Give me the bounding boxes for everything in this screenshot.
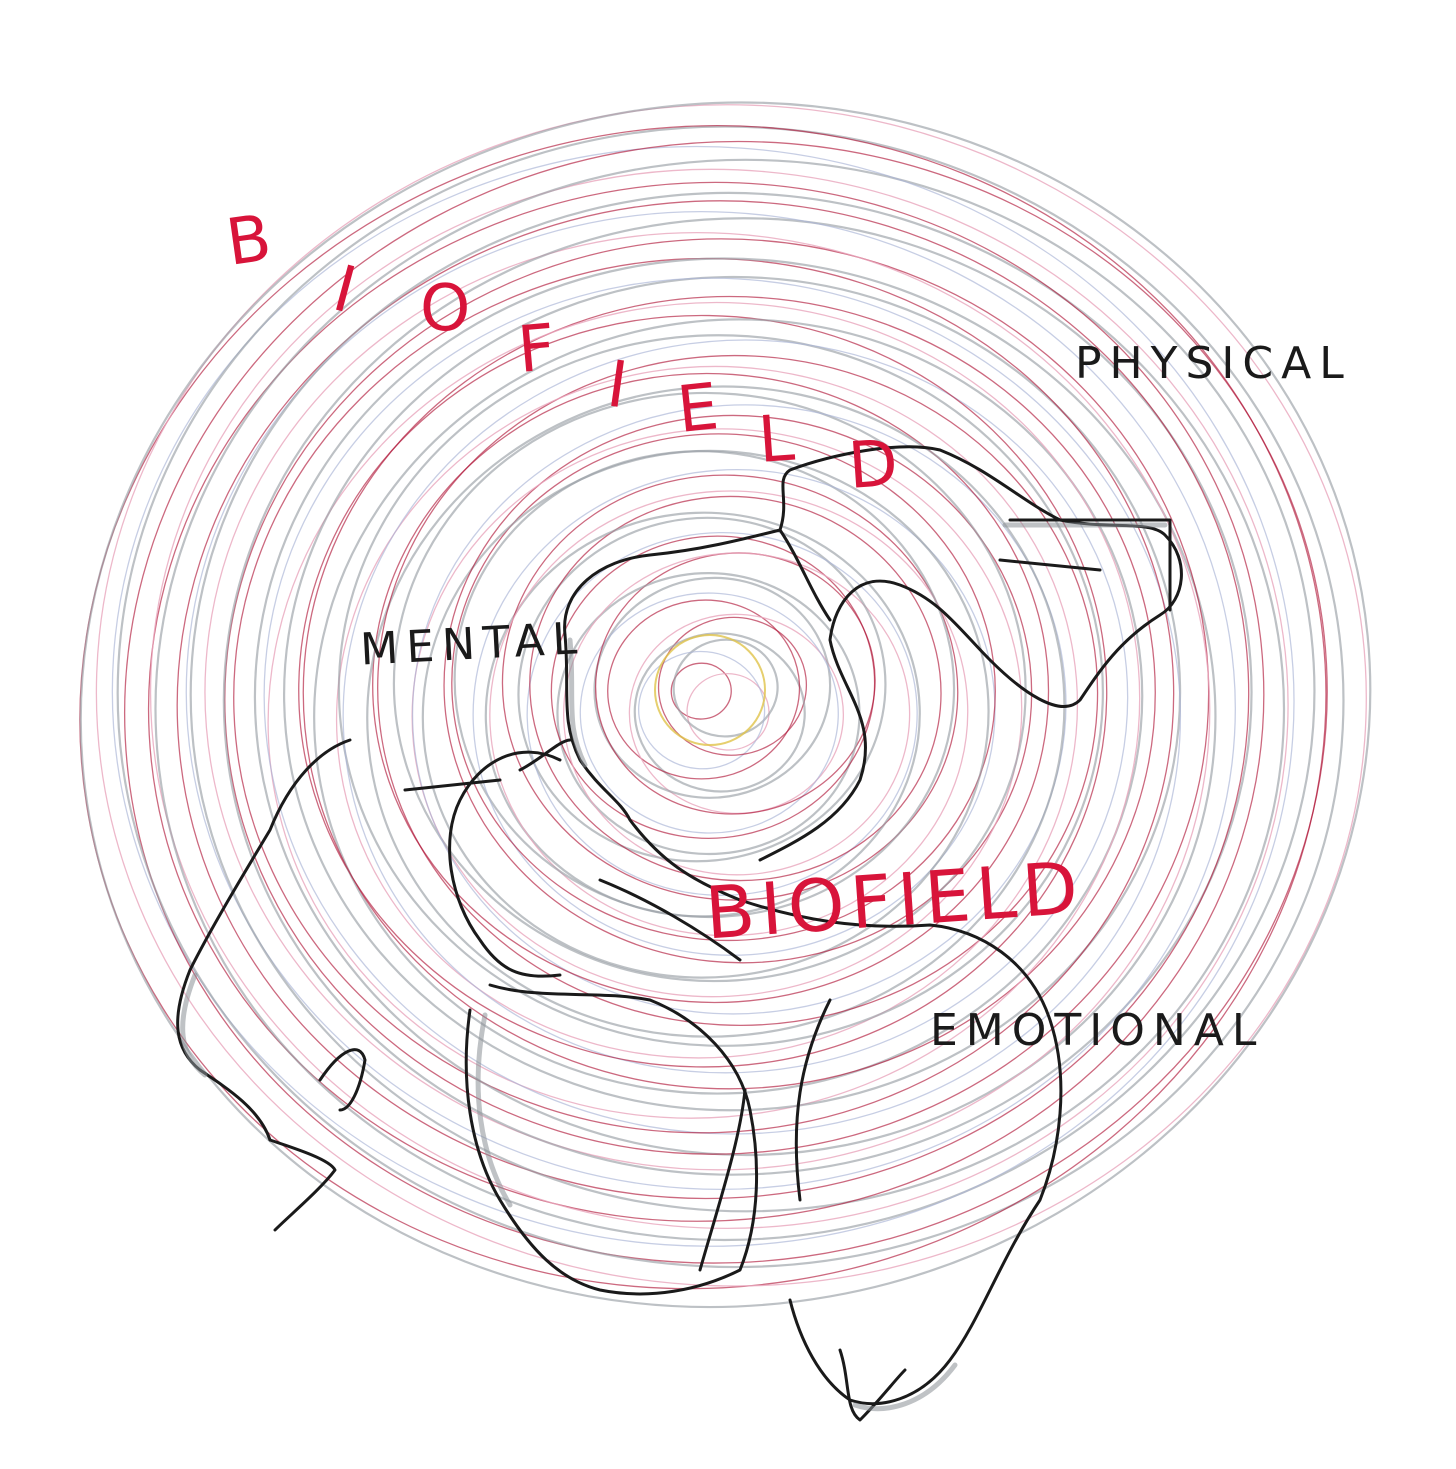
field-ring xyxy=(670,662,732,720)
field-ring xyxy=(282,275,1182,1112)
field-ring xyxy=(335,365,1079,1059)
figure-left-leg xyxy=(464,983,759,1296)
field-ring xyxy=(366,385,1066,1038)
field-ring xyxy=(377,354,1099,1026)
arc-title-letter: E xyxy=(674,370,722,448)
field-ring xyxy=(185,211,1236,1190)
field-ring xyxy=(562,552,911,876)
arc-title-letter: D xyxy=(846,427,900,504)
emotional-label: EMOTIONAL xyxy=(930,1005,1264,1056)
field-ring xyxy=(472,468,996,956)
field-ring xyxy=(501,474,959,901)
field-ring xyxy=(633,632,806,793)
field-ring xyxy=(392,391,1027,983)
figure-raised-arm xyxy=(778,518,1172,622)
field-ring xyxy=(443,414,1033,964)
field-ring xyxy=(342,339,1129,1074)
physical-label: PHYSICAL xyxy=(1075,338,1352,389)
field-ring xyxy=(147,181,1265,1222)
field-ring xyxy=(337,334,1104,1047)
field-ring xyxy=(253,257,1217,1157)
field-ring xyxy=(657,616,808,756)
dancing-figure-sketch xyxy=(176,445,1183,1422)
field-ring xyxy=(421,449,990,979)
field-ring xyxy=(154,158,1316,1242)
field-ring xyxy=(124,140,1328,1264)
field-ring xyxy=(149,168,1289,1230)
field-ring xyxy=(607,599,801,780)
field-ring xyxy=(95,104,1367,1287)
field-core-swirl xyxy=(654,634,766,746)
field-ring xyxy=(628,613,845,815)
field-ring xyxy=(372,372,1050,1004)
concentric-field-rings xyxy=(79,101,1372,1309)
field-ring xyxy=(489,490,969,937)
field-ring xyxy=(550,535,876,839)
figure-torso xyxy=(563,633,1063,1406)
field-ring xyxy=(594,552,876,815)
field-ring xyxy=(672,638,779,738)
field-ring xyxy=(298,314,1108,1068)
figure-shadow-strokes xyxy=(180,522,1168,1412)
arc-title-letter: L xyxy=(756,402,797,478)
field-ring xyxy=(222,217,1253,1176)
field-ring xyxy=(189,191,1286,1213)
field-ring xyxy=(451,433,996,942)
field-ring xyxy=(579,592,839,834)
field-ring xyxy=(111,145,1295,1247)
figure-left-foot xyxy=(268,1048,367,1232)
figure-right-foot xyxy=(838,1348,907,1422)
figure-inner-lines xyxy=(518,738,832,1272)
arc-title-letter: F xyxy=(515,311,558,388)
field-ring xyxy=(302,295,1156,1090)
arc-title-letter: B xyxy=(222,201,276,280)
field-ring xyxy=(79,101,1372,1309)
field-ring xyxy=(637,650,766,770)
field-ring xyxy=(529,495,942,882)
field-ring xyxy=(411,404,1067,1015)
field-ring xyxy=(204,232,1211,1171)
mental-label: MENTAL xyxy=(359,613,586,676)
arc-title-letter: O xyxy=(420,272,470,346)
field-ring xyxy=(263,277,1181,1135)
figure-bent-arm xyxy=(176,738,562,1142)
field-ring xyxy=(517,516,887,863)
